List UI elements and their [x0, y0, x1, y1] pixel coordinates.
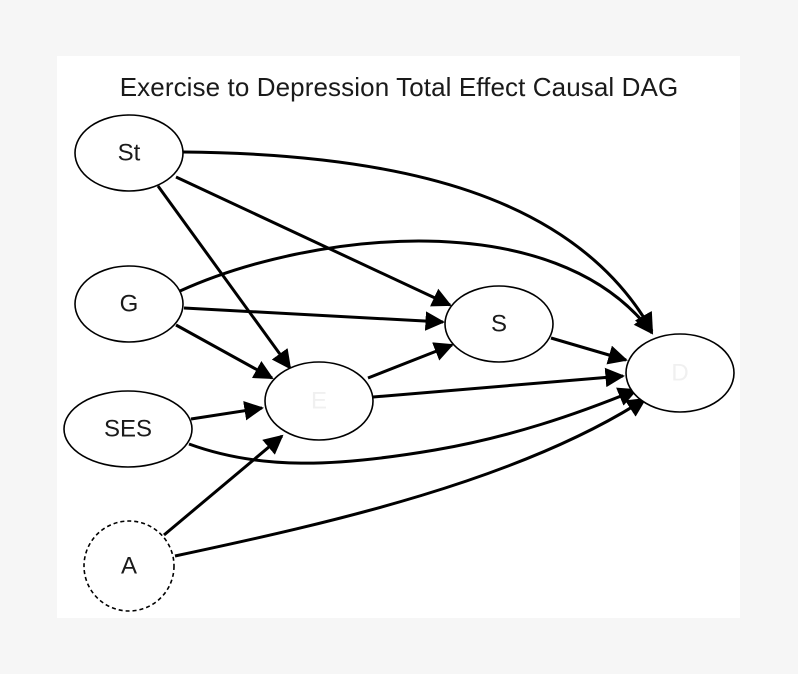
edge-st-to-d	[182, 150, 654, 333]
edge-a-to-d	[174, 397, 647, 558]
edge-a-to-e	[163, 434, 284, 537]
edge-st-to-e	[156, 185, 292, 370]
edge-ses-to-e	[190, 401, 264, 421]
node-d: D	[625, 333, 735, 413]
node-e: E	[264, 361, 374, 441]
edge-s-to-d	[550, 336, 628, 365]
node-st-label: St	[118, 140, 141, 167]
node-a-shape	[83, 520, 175, 612]
diagram-title: Exercise to Depression Total Effect Caus…	[119, 72, 679, 102]
node-a: A	[83, 520, 175, 612]
edge-st-to-s	[175, 175, 452, 307]
node-st: St	[74, 114, 184, 192]
edge-e-to-d	[372, 367, 625, 399]
node-ses-label: SES	[104, 416, 152, 443]
node-g: G	[74, 265, 184, 343]
node-a-label: A	[121, 553, 137, 580]
node-g-label: G	[120, 291, 139, 318]
edge-ses-to-d	[188, 387, 638, 465]
node-ses-shape	[63, 390, 193, 468]
node-s-label: S	[491, 311, 507, 338]
node-d-shape	[625, 333, 735, 413]
node-ses: SES	[63, 390, 193, 468]
node-e-shape	[264, 361, 374, 441]
node-d-label: D	[671, 360, 688, 387]
edges-layer	[156, 150, 654, 558]
node-e-label: E	[311, 388, 327, 415]
node-s: S	[444, 285, 554, 363]
node-st-shape	[74, 114, 184, 192]
edge-g-to-e	[175, 323, 274, 380]
node-g-shape	[74, 265, 184, 343]
edge-g-to-d	[179, 239, 654, 335]
node-s-shape	[444, 285, 554, 363]
nodes-layer: StG SES A E S D	[63, 114, 735, 612]
edge-g-to-s	[183, 306, 445, 331]
edge-e-to-s	[367, 342, 454, 380]
